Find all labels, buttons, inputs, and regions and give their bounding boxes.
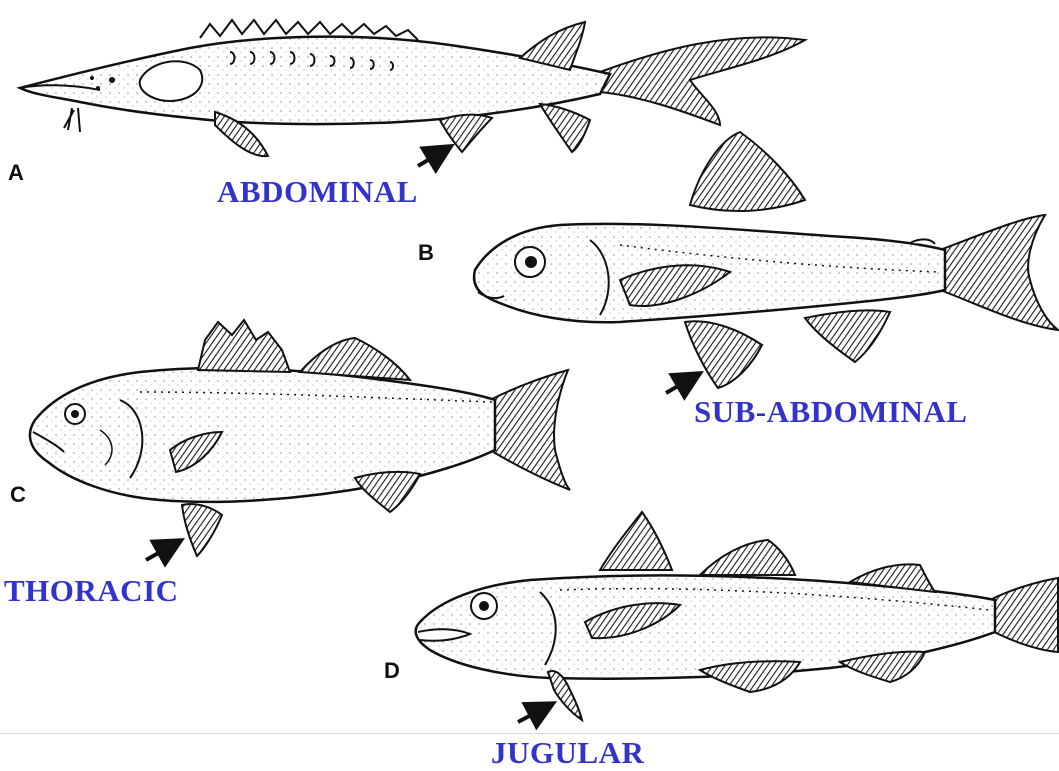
- fish-a-sturgeon: [20, 20, 805, 166]
- fish-d: [416, 512, 1058, 722]
- panel-letter-a: A: [8, 160, 24, 186]
- label-thoracic: THORACIC: [4, 573, 179, 609]
- panel-letter-c: C: [10, 482, 26, 508]
- fish-b: [474, 132, 1058, 393]
- label-abdominal: ABDOMINAL: [217, 174, 418, 210]
- fish-c: [30, 320, 570, 560]
- divider-line: [0, 733, 1059, 734]
- panel-letter-b: B: [418, 240, 434, 266]
- label-jugular: JUGULAR: [491, 735, 644, 771]
- panel-letter-d: D: [384, 658, 400, 684]
- label-sub-abdominal: SUB-ABDOMINAL: [694, 394, 967, 430]
